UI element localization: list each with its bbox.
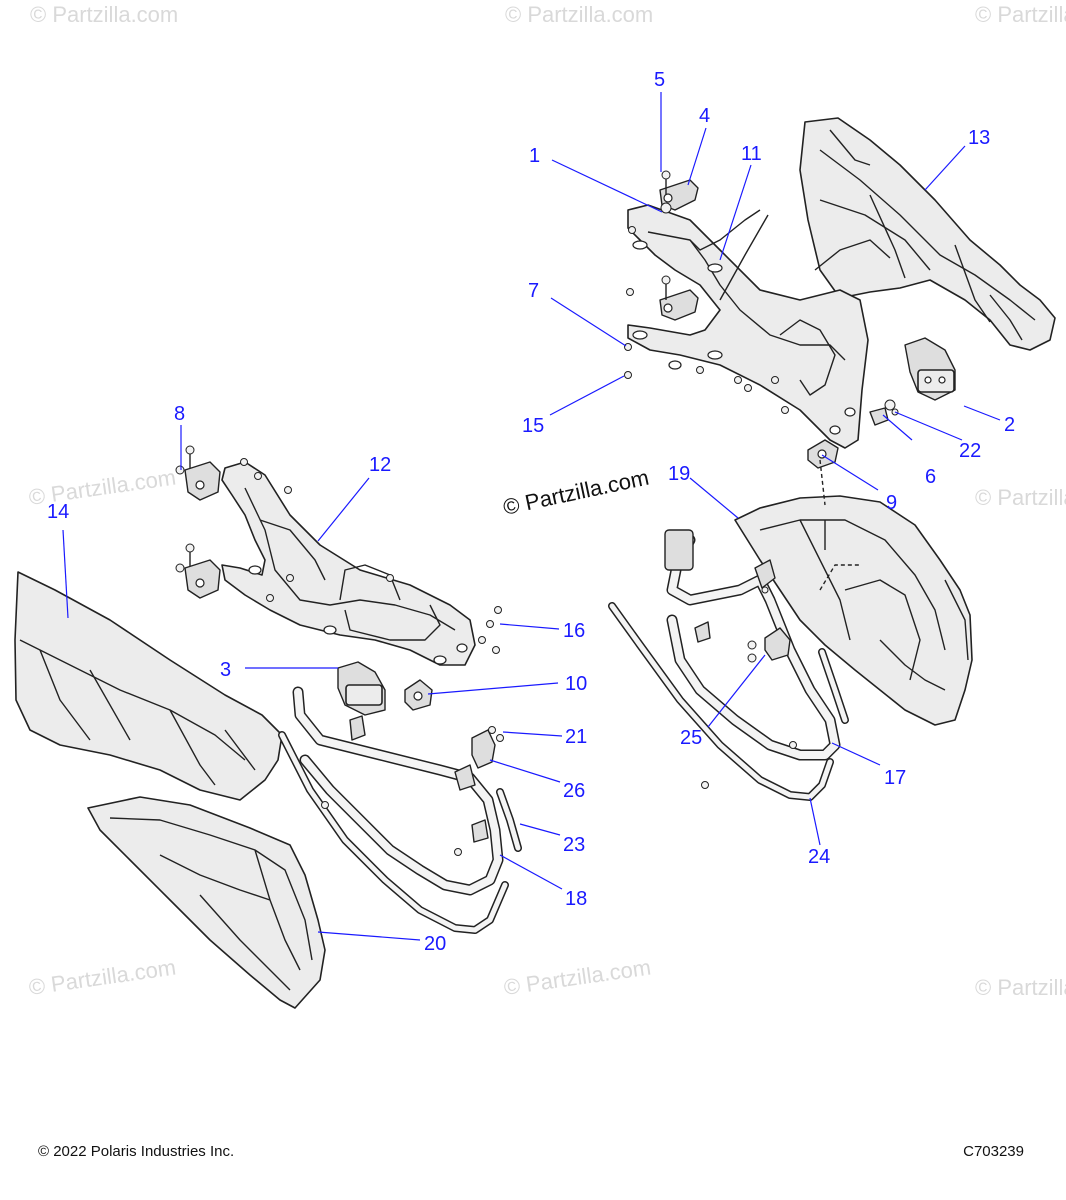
center-watermark: © Partzilla.com — [501, 465, 651, 520]
callout-18: 18 — [565, 888, 587, 910]
part-13-outer-panel — [799, 117, 1056, 351]
assembly-lines-right — [819, 459, 860, 591]
callout-4: 4 — [699, 105, 710, 127]
callout-13: 13 — [968, 127, 990, 149]
watermark-top-right: © Partzilla.com — [975, 2, 1066, 27]
part-8-hinge-upper — [175, 445, 221, 501]
misc-bolts-right — [701, 586, 797, 789]
part-21-screws — [488, 726, 504, 742]
callout-19: 19 — [668, 463, 690, 485]
left-frame-bolts — [240, 458, 502, 654]
callout-9: 9 — [886, 492, 897, 514]
callout-7: 7 — [528, 280, 539, 302]
part-20-lower-panel — [87, 796, 326, 1009]
part-19-inner-panel — [734, 495, 973, 726]
part-25-bracket — [747, 627, 791, 663]
callout-24: 24 — [808, 846, 830, 868]
footer-copyright: © 2022 Polaris Industries Inc. — [38, 1143, 235, 1160]
part-22-screw — [884, 399, 899, 416]
part-17-tube-frame — [664, 529, 841, 761]
watermark-top-left: © Partzilla.com — [30, 2, 178, 27]
watermark-mid-right: © Partzilla.com — [975, 485, 1066, 510]
callout-10: 10 — [565, 673, 587, 695]
part-1-washer — [660, 202, 672, 214]
part-9-striker — [807, 439, 839, 469]
watermark-bottom-left: © Partzilla.com — [27, 955, 177, 1000]
watermark-bottom-center: © Partzilla.com — [502, 955, 652, 1000]
part-18-tube-frame — [292, 686, 504, 896]
part-4-hinge — [659, 179, 699, 211]
callout-numbers: 1 2 3 4 5 6 7 8 9 10 11 12 13 14 15 16 1… — [47, 69, 1015, 955]
part-3-latch — [337, 661, 386, 716]
callout-11: 11 — [741, 143, 762, 165]
watermark-bottom-right: © Partzilla.com — [975, 975, 1066, 1000]
part-14-outer-panel — [14, 571, 283, 801]
callout-14: 14 — [47, 501, 69, 523]
callout-20: 20 — [424, 933, 446, 955]
footer-diagram-id: C703239 — [963, 1143, 1024, 1160]
callout-5: 5 — [654, 69, 665, 91]
callout-15: 15 — [522, 415, 544, 437]
misc-bolts-left — [321, 801, 462, 856]
callout-12: 12 — [369, 454, 391, 476]
part-24-seal — [608, 602, 849, 801]
part-26-bracket — [471, 729, 496, 769]
callout-17: 17 — [884, 767, 906, 789]
part-23-seal — [496, 788, 522, 852]
right-frame-bolts — [624, 226, 789, 414]
lower-hinge-right — [659, 275, 699, 321]
part-11-frame — [627, 204, 869, 449]
watermark-top-center: © Partzilla.com — [505, 2, 653, 27]
callout-2: 2 — [1004, 414, 1015, 436]
callout-23: 23 — [563, 834, 585, 856]
callout-3: 3 — [220, 659, 231, 681]
part-12-frame — [221, 461, 476, 666]
part-5-bolt — [661, 170, 671, 195]
callout-22: 22 — [959, 440, 981, 462]
callout-16: 16 — [563, 620, 585, 642]
part-2-latch — [904, 337, 956, 401]
part-10-striker — [404, 679, 433, 711]
part-8-hinge-lower — [175, 543, 221, 599]
callout-8: 8 — [174, 403, 185, 425]
leader-lines — [62, 92, 1001, 941]
callout-21: 21 — [565, 726, 587, 748]
callout-25: 25 — [680, 727, 702, 749]
callout-26: 26 — [563, 780, 585, 802]
callout-6: 6 — [925, 466, 936, 488]
callout-1: 1 — [529, 145, 540, 167]
